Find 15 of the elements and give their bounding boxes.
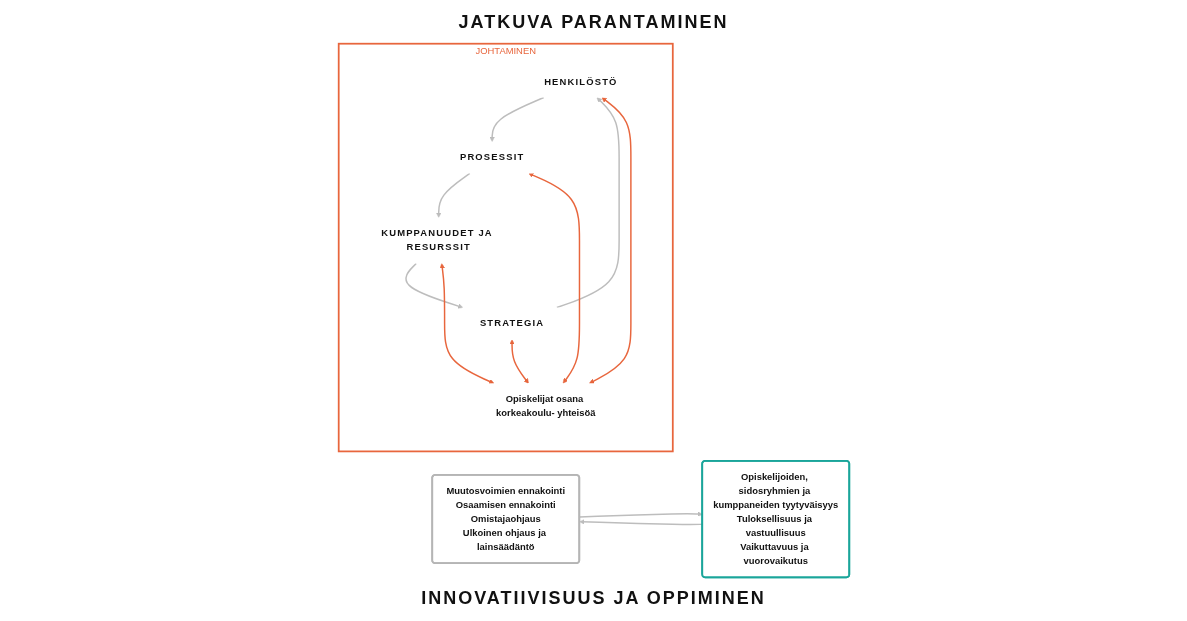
node-text: HENKILÖSTÖ xyxy=(543,76,618,87)
arrow xyxy=(588,97,632,384)
loop-label: JATKUVA PARANTAMINEN xyxy=(458,12,729,33)
arrow xyxy=(435,172,471,218)
arrow xyxy=(528,172,580,384)
node-text: KUMPPANUUDET JA RESURSSIT xyxy=(380,228,492,253)
arrow xyxy=(439,263,494,384)
arrow xyxy=(489,96,544,142)
arrow xyxy=(508,339,529,384)
node-text: PROSESSIT xyxy=(459,152,524,163)
arrow xyxy=(404,262,463,309)
node-text: STRATEGIA xyxy=(479,318,544,329)
arrow xyxy=(555,97,620,309)
node-text: Opiskelijat osana korkeakoulu- yhteisöä xyxy=(495,394,595,419)
loop-label: INNOVATIIVISUUS JA OPPIMINEN xyxy=(421,588,766,609)
